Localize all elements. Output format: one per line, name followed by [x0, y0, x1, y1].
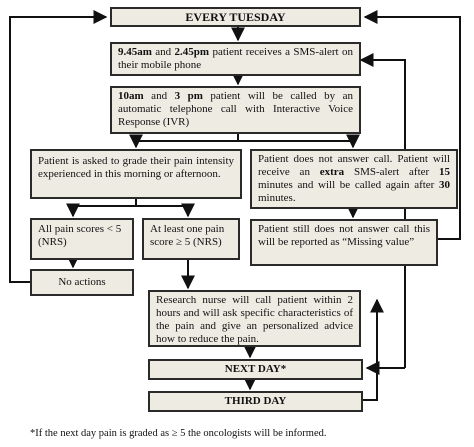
loop-no-actions-to-tuesday: [9, 10, 108, 283]
every-tuesday-box: EVERY TUESDAY: [110, 7, 361, 27]
no-answer-text-4: minutes.: [258, 192, 296, 204]
research-nurse-box: Research nurse will call patient within …: [148, 290, 361, 347]
at-least-one-text: At least one pain score ≥ 5 (NRS): [150, 223, 225, 248]
grade-pain-box: Patient is asked to grade their pain int…: [30, 149, 242, 199]
connector-ivr-split: [136, 134, 353, 142]
every-tuesday-label: EVERY TUESDAY: [185, 9, 286, 24]
no-actions-box: No actions: [30, 269, 134, 296]
sms-and: and: [151, 46, 175, 58]
loop-next-day-to-sms: [359, 53, 406, 368]
missing-value-box: Patient still does not answer call this …: [250, 219, 438, 266]
no-answer-15: 15: [438, 166, 450, 178]
ivr-time-1: 10am: [118, 90, 144, 102]
connector-grade-split: [73, 199, 188, 207]
third-day-box: THIRD DAY: [148, 391, 363, 412]
grade-pain-text: Patient is asked to grade their pain int…: [38, 155, 234, 180]
next-day-label: NEXT DAY*: [224, 363, 287, 375]
no-answer-30: 30: [439, 179, 450, 191]
ivr-time-2: 3 pm: [174, 90, 203, 102]
ivr-and: and: [143, 90, 175, 102]
ivr-text: patient will be called by an automatic t…: [118, 90, 353, 128]
next-day-box: NEXT DAY*: [148, 359, 363, 380]
no-actions-text: No actions: [58, 276, 106, 288]
footnote: *If the next day pain is graded as ≥ 5 t…: [30, 428, 327, 439]
all-scores-text: All pain scores < 5 (NRS): [38, 223, 122, 248]
sms-time-1: 9.45am: [118, 46, 152, 58]
loop-third-day-to-next-day: [363, 298, 384, 401]
sms-alert-box: 9.45am and 2.45pm patient receives a SMS…: [110, 42, 361, 76]
loop-missing-to-tuesday: [363, 10, 461, 240]
no-answer-box: Patient does not answer call. Patient wi…: [250, 149, 458, 209]
sms-time-2: 2.45pm: [174, 46, 210, 58]
research-nurse-text: Research nurse will call patient within …: [156, 294, 353, 345]
all-scores-box: All pain scores < 5 (NRS): [30, 218, 134, 260]
no-answer-text-1: Patient does not answer call. Patient wi…: [258, 153, 450, 178]
sms-text: patient receives a SMS-alert on their mo…: [118, 46, 353, 71]
no-answer-text-3: minutes and will be called again after: [258, 179, 439, 191]
at-least-one-box: At least one pain score ≥ 5 (NRS): [142, 218, 240, 260]
third-day-label: THIRD DAY: [224, 395, 287, 407]
no-answer-text-2: SMS-alert after: [344, 166, 439, 178]
no-answer-extra: extra: [319, 166, 345, 178]
missing-value-text: Patient still does not answer call this …: [258, 223, 430, 248]
ivr-call-box: 10am and 3 pm patient will be called by …: [110, 86, 361, 134]
